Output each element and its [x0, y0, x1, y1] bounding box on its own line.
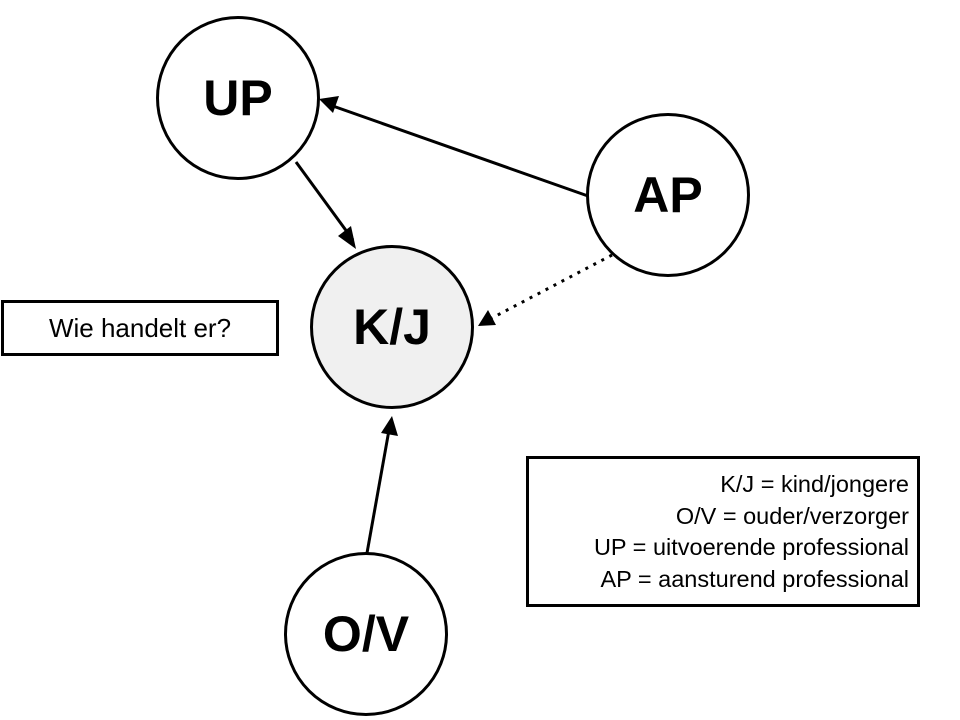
question-box: Wie handelt er? [1, 300, 279, 356]
edge-ap-to-kj [491, 253, 613, 320]
node-kj: K/J [310, 245, 474, 409]
node-ov: O/V [284, 552, 448, 716]
node-ap: AP [586, 113, 750, 277]
arrowhead-up-to-kj [338, 226, 356, 249]
legend-line-kj: K/J = kind/jongere [720, 471, 909, 497]
edge-ov-to-kj [365, 429, 391, 554]
arrowhead-ov-to-kj [381, 416, 398, 436]
edge-up-to-kj [294, 161, 355, 241]
edge-ap-to-up [329, 103, 589, 198]
legend-line-ov: O/V = ouder/verzorger [675, 502, 909, 529]
arrowhead-ap-to-up [319, 96, 339, 113]
legend-box: K/J = kind/jongere O/V = ouder/verzorger… [526, 456, 920, 607]
legend-line-up: UP = uitvoerende professional [593, 534, 909, 560]
node-up: UP [156, 16, 320, 180]
arrowhead-ap-to-kj [478, 310, 496, 326]
legend-line-ap: AP = aansturend professional [600, 565, 909, 592]
